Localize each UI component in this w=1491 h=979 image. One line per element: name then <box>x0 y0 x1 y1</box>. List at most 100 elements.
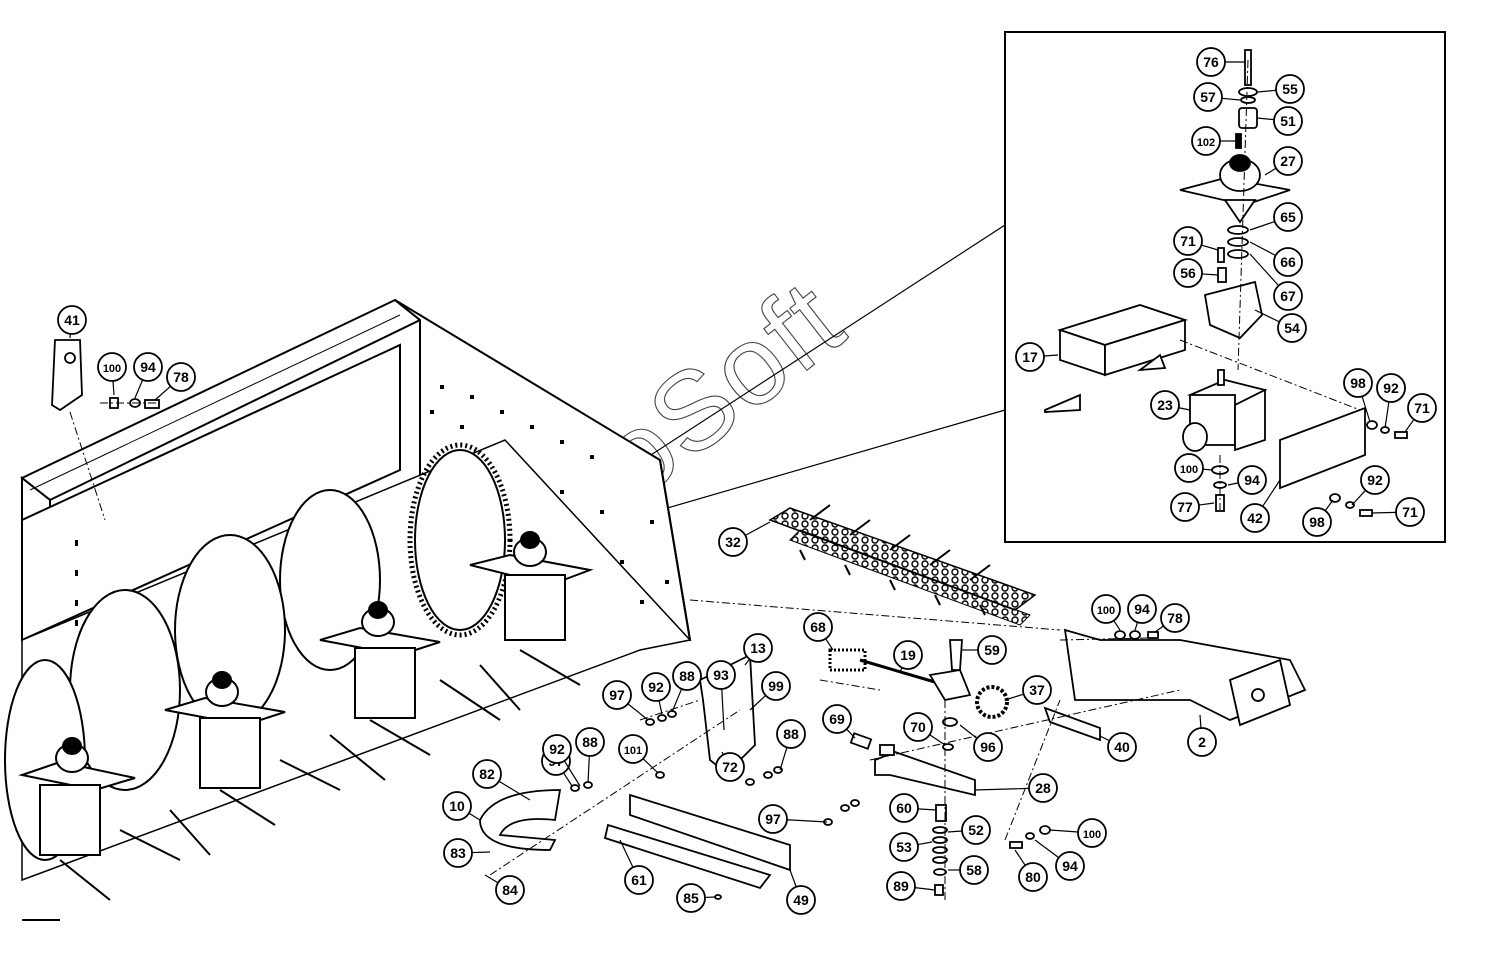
callout-c53: 53 <box>890 833 932 861</box>
callout-leader <box>1202 274 1218 275</box>
callout-leader <box>918 842 932 845</box>
callout-leader <box>1265 168 1276 175</box>
callout-number: 92 <box>1367 472 1383 488</box>
callout-number: 88 <box>582 734 598 750</box>
callout-number: 60 <box>896 800 912 816</box>
callout-number: 97 <box>609 687 625 703</box>
callout-number: 54 <box>1284 320 1300 336</box>
callout-c101: 101 <box>619 735 658 773</box>
callout-c92a: 92 <box>1377 374 1405 428</box>
callout-c72: 72 <box>716 752 744 781</box>
callout-c65: 65 <box>1250 203 1302 231</box>
callout-leader <box>1385 402 1389 428</box>
callout-number: 98 <box>1309 514 1325 530</box>
callout-c32: 32 <box>719 522 770 556</box>
callout-number: 2 <box>1198 734 1206 750</box>
callout-leader <box>826 639 833 650</box>
callout-number: 94 <box>1062 858 1078 874</box>
callout-leader <box>948 831 962 832</box>
callout-number: 41 <box>64 312 80 328</box>
callout-leader <box>1179 408 1190 410</box>
callout-c68: 68 <box>804 613 833 650</box>
callout-number: 66 <box>1280 254 1296 270</box>
callout-c97c: 97 <box>759 805 827 833</box>
callout-c59: 59 <box>962 636 1006 664</box>
callout-leader <box>1005 694 1024 700</box>
callout-number: 69 <box>829 711 845 727</box>
callout-c80: 80 <box>1015 850 1047 891</box>
callout-number: 100 <box>1180 464 1198 476</box>
callout-number: 100 <box>1083 829 1101 841</box>
callout-c98b: 98 <box>1303 500 1333 536</box>
callout-leader <box>485 875 498 883</box>
callout-number: 102 <box>1197 137 1215 149</box>
callout-c37: 37 <box>1005 676 1051 704</box>
callout-number: 27 <box>1280 153 1296 169</box>
callout-number: 13 <box>750 640 766 656</box>
callout-number: 57 <box>1200 89 1216 105</box>
callout-c96: 96 <box>960 725 1002 761</box>
callout-c52: 52 <box>948 816 990 844</box>
callout-number: 53 <box>896 839 912 855</box>
callout-c27: 27 <box>1265 147 1302 175</box>
callout-c100b: 100 <box>98 353 126 395</box>
callout-leader <box>930 735 945 745</box>
callout-leader <box>1199 503 1214 505</box>
callout-c92c: 92 <box>642 673 670 714</box>
callout-c94b: 94 <box>134 353 162 398</box>
callout-number: 89 <box>893 878 909 894</box>
callout-leader <box>780 747 787 770</box>
callout-leader <box>659 701 662 714</box>
callout-number: 49 <box>793 892 809 908</box>
callout-number: 78 <box>173 369 189 385</box>
callout-number: 94 <box>1134 601 1150 617</box>
callout-leader <box>1044 355 1058 356</box>
callout-c70: 70 <box>904 713 945 745</box>
callout-c100a: 100 <box>1175 454 1212 482</box>
callout-number: 97 <box>765 811 781 827</box>
callout-leader <box>588 756 589 783</box>
callout-number: 80 <box>1025 869 1041 885</box>
callout-leader <box>1372 512 1396 513</box>
callout-number: 94 <box>140 359 156 375</box>
callout-number: 76 <box>1203 54 1219 70</box>
callout-leader <box>1100 736 1109 741</box>
callout-c69: 69 <box>823 705 855 738</box>
callout-leader <box>1250 222 1275 230</box>
callout-number: 70 <box>910 719 926 735</box>
callout-leader <box>1405 419 1414 432</box>
callout-c40: 40 <box>1100 733 1136 761</box>
callout-c49: 49 <box>787 870 815 914</box>
callout-c83: 83 <box>444 839 490 867</box>
callout-c99: 99 <box>750 672 790 710</box>
callout-leader <box>918 809 936 810</box>
callout-number: 17 <box>1022 349 1038 365</box>
callout-c71c: 71 <box>1372 498 1424 526</box>
callout-leader <box>672 689 682 712</box>
callout-number: 72 <box>722 759 738 775</box>
callout-number: 101 <box>624 745 642 757</box>
callout-number: 71 <box>1180 233 1196 249</box>
callout-number: 32 <box>725 534 741 550</box>
callout-c57: 57 <box>1194 83 1240 111</box>
callout-number: 37 <box>1029 682 1045 698</box>
callout-c71a: 71 <box>1174 227 1218 255</box>
callout-number: 85 <box>683 890 699 906</box>
callout-c78b: 78 <box>1155 604 1189 632</box>
callout-leader <box>155 386 171 400</box>
callout-number: 100 <box>1097 605 1115 617</box>
callout-number: 67 <box>1280 288 1296 304</box>
callout-number: 68 <box>810 619 826 635</box>
callout-leader <box>1135 622 1138 630</box>
callout-c56: 56 <box>1174 259 1218 287</box>
callout-number: 28 <box>1035 780 1051 796</box>
callout-c92b: 92 <box>1352 466 1389 505</box>
callout-number: 71 <box>1414 400 1430 416</box>
callout-c94c: 94 <box>1128 595 1156 630</box>
callout-leader <box>113 381 114 395</box>
callout-leader <box>1258 90 1276 92</box>
callout-leader <box>1035 840 1059 858</box>
callout-number: 78 <box>1167 610 1183 626</box>
callout-c100c: 100 <box>1092 595 1120 630</box>
